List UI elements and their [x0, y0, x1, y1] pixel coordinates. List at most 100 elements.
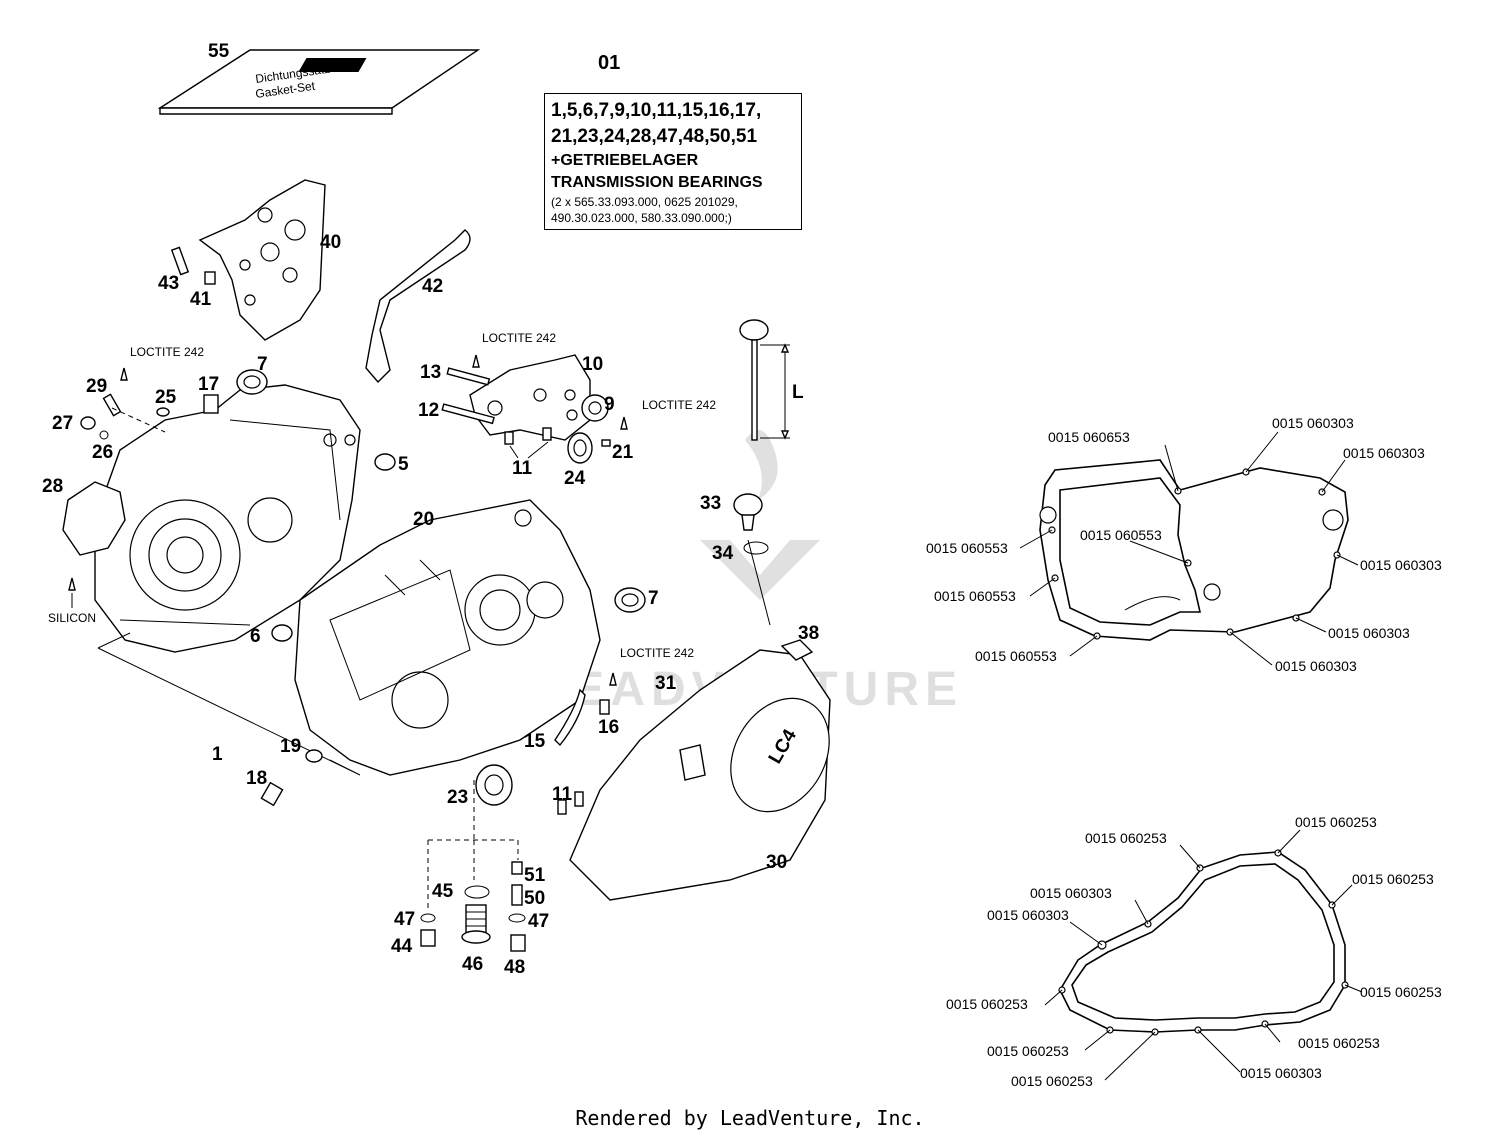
gasket2-code-10: 0015 060253 — [1011, 1073, 1093, 1089]
label-51: 51 — [524, 865, 546, 886]
part-28-plate — [62, 481, 126, 556]
note-loctite-4: LOCTITE 242 — [620, 646, 694, 660]
label-40: 40 — [320, 232, 341, 253]
label-15: 15 — [524, 731, 546, 752]
part-10-bracket — [469, 354, 591, 441]
part-11-dowels-top — [504, 427, 552, 445]
gasket2-code-1: 0015 060253 — [1085, 830, 1167, 846]
part-30-clutch-cover: LC4 — [569, 649, 831, 901]
label-25: 25 — [155, 387, 177, 408]
right-crankcase-half — [294, 499, 601, 776]
label-24: 24 — [564, 468, 586, 489]
note-loctite-3: LOCTITE 242 — [642, 398, 716, 412]
kit-line-6: 490.30.023.000, 580.33.090.000;) — [551, 211, 732, 225]
part-43-bolt — [170, 246, 190, 276]
label-16: 16 — [598, 717, 619, 738]
gasket-set-manual: Dichtungssatz Gasket-Set — [157, 49, 481, 115]
label-7-top: 7 — [257, 354, 268, 375]
label-12: 12 — [418, 400, 439, 421]
gasket2-code-5: 0015 060303 — [987, 907, 1069, 923]
part-7-bushing-right — [614, 587, 646, 613]
gasket1-code-5: 0015 060553 — [1080, 527, 1162, 543]
part-18-bolt — [260, 781, 284, 807]
part-15-clip — [554, 688, 586, 747]
label-47-right: 47 — [528, 911, 549, 932]
gasket2-code-9: 0015 060253 — [1298, 1035, 1380, 1051]
label-31: 31 — [655, 673, 677, 694]
label-34: 34 — [712, 543, 734, 564]
label-38: 38 — [798, 623, 819, 644]
gasket1-code-6: 0015 060303 — [1360, 557, 1442, 573]
gasket1-code-3: 0015 060303 — [1343, 445, 1425, 461]
label-9: 9 — [604, 394, 615, 415]
footer-credit: Rendered by LeadVenture, Inc. — [575, 1106, 925, 1130]
label-29: 29 — [86, 376, 107, 397]
gasket-crankcase — [1019, 431, 1359, 666]
part-38-clamp — [780, 639, 814, 661]
gasket1-code-4: 0015 060553 — [926, 540, 1008, 556]
kit-line-5: (2 x 565.33.093.000, 0625 201029, — [551, 195, 738, 209]
label-20: 20 — [413, 509, 434, 530]
part-5-bushing — [374, 453, 396, 471]
part-19-washer — [305, 749, 323, 763]
part-6-bushing — [271, 624, 293, 642]
gasket2-code-2: 0015 060253 — [1295, 814, 1377, 830]
label-13: 13 — [420, 362, 441, 383]
kit-line-1: 1,5,6,7,9,10,11,15,16,17, — [551, 100, 762, 121]
label-46: 46 — [462, 954, 483, 975]
part-13-bolt — [446, 367, 491, 386]
label-21: 21 — [612, 442, 634, 463]
gasket-clutch-cover — [1044, 829, 1363, 1081]
left-crankcase-half — [94, 384, 361, 653]
part-7-bushing-top — [236, 369, 268, 395]
label-18: 18 — [246, 768, 267, 789]
label-27: 27 — [52, 413, 73, 434]
label-10: 10 — [582, 354, 603, 375]
part-29-screw — [102, 393, 122, 417]
note-silicon: SILICON — [48, 611, 96, 625]
kit-contents-box: 1,5,6,7,9,10,11,15,16,17, 21,23,24,28,47… — [544, 93, 802, 230]
gasket2-code-4: 0015 060253 — [1352, 871, 1434, 887]
label-23: 23 — [447, 787, 468, 808]
part-45-oring — [464, 885, 490, 899]
part-51-spring-cap — [511, 861, 523, 875]
label-11-top: 11 — [512, 458, 533, 479]
part-50-spring — [511, 884, 523, 906]
label-47-left: 47 — [394, 909, 415, 930]
note-loctite-2: LOCTITE 242 — [482, 331, 556, 345]
gasket1-code-2: 0015 060303 — [1272, 415, 1354, 431]
assembly-dash-lines — [427, 780, 519, 910]
gasket2-code-11: 0015 060303 — [1240, 1065, 1322, 1081]
label-42: 42 — [422, 276, 443, 297]
gasket1-code-8: 0015 060303 — [1328, 625, 1410, 641]
part-17-sleeve — [203, 394, 219, 414]
part-34-oring — [743, 541, 769, 555]
label-28: 28 — [42, 476, 63, 497]
part-11-dowels-bottom — [557, 791, 584, 815]
note-loctite-1: LOCTITE 242 — [130, 345, 204, 359]
label-44: 44 — [391, 936, 413, 957]
label-1: 1 — [212, 744, 223, 765]
label-5: 5 — [398, 454, 409, 475]
part-23-bearing — [475, 764, 513, 806]
label-26: 26 — [92, 442, 113, 463]
part-16-screw — [599, 699, 610, 715]
part-47-washer-right — [508, 913, 526, 923]
label-43: 43 — [158, 273, 179, 294]
part-44-plug — [420, 929, 436, 947]
part-42-guide — [365, 229, 471, 384]
gasket2-code-7: 0015 060253 — [1360, 984, 1442, 1000]
part-47-washer-left — [420, 913, 436, 923]
label-45: 45 — [432, 881, 454, 902]
label-48: 48 — [504, 957, 525, 978]
label-50: 50 — [524, 888, 545, 909]
gasket1-code-10: 0015 060303 — [1275, 658, 1357, 674]
gasket1-code-9: 0015 060553 — [975, 648, 1057, 664]
label-41: 41 — [190, 289, 212, 310]
part-40-cover — [198, 179, 326, 341]
part-21-screw — [601, 439, 611, 447]
part-46-filter — [461, 904, 491, 944]
part-33-oil-plug — [733, 493, 771, 626]
kit-line-2: 21,23,24,28,47,48,50,51 — [551, 126, 758, 147]
